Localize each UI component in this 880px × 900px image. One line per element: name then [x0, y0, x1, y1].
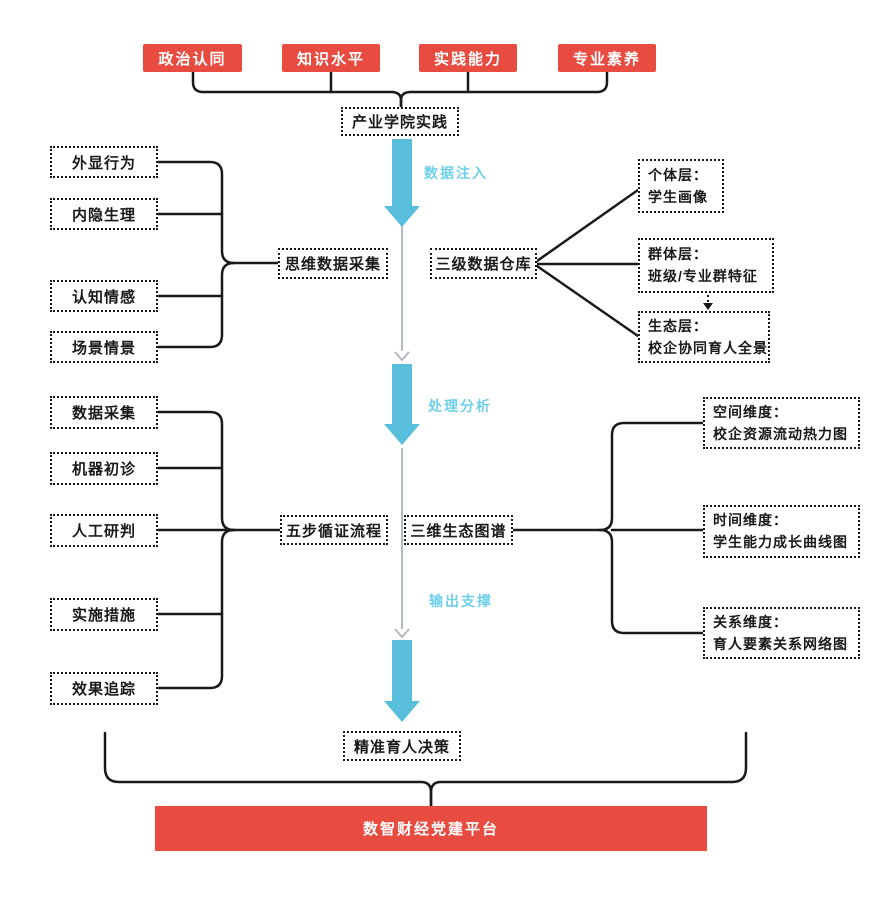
cyan-flow-arrows — [384, 139, 420, 722]
warehouse-item-title: 生态层： — [648, 317, 708, 334]
atlas-item-desc: 学生能力成长曲线图 — [713, 534, 848, 550]
parent-node-three-level-data-warehouse: 三级数据仓库 — [430, 248, 537, 279]
atlas-item-time-dimension: 时间维度： 学生能力成长曲线图 — [703, 505, 860, 558]
black-braces — [103, 70, 748, 808]
collection-item-implicit-physiology: 内隐生理 — [50, 198, 158, 230]
warehouse-item-title: 群体层： — [648, 246, 708, 263]
atlas-item-relation-dimension: 关系维度： 育人要素关系网络图 — [703, 607, 860, 659]
evidence-item-effect-tracking: 效果追踪 — [50, 672, 158, 705]
atlas-item-desc: 育人要素关系网络图 — [713, 635, 848, 652]
metric-box-political-identity: 政治认同 — [143, 44, 242, 72]
flow-label-processing-analysis: 处理分析 — [428, 398, 492, 414]
collection-item-scene-context: 场景情景 — [50, 331, 158, 363]
evidence-item-machine-diagnosis: 机器初诊 — [50, 452, 158, 485]
metric-box-knowledge-level: 知识水平 — [282, 44, 380, 72]
atlas-item-title: 关系维度： — [713, 613, 788, 630]
parent-node-three-dimensional-ecology-atlas: 三维生态图谱 — [404, 515, 513, 545]
warehouse-item-desc: 校企协同育人全景 — [648, 339, 768, 356]
atlas-item-space-dimension: 空间维度： 校企资源流动热力图 — [703, 397, 860, 449]
metric-box-practice-ability: 实践能力 — [419, 44, 517, 72]
collection-item-explicit-behavior: 外显行为 — [50, 146, 158, 178]
metric-box-professional-quality: 专业素养 — [558, 44, 656, 72]
warehouse-item-ecosystem-layer: 生态层： 校企协同育人全景 — [638, 311, 770, 363]
warehouse-item-group-layer: 群体层： 班级/专业群特征 — [638, 238, 774, 293]
flow-arrow-support — [384, 640, 420, 722]
atlas-item-title: 空间维度： — [713, 403, 788, 420]
warehouse-item-title: 个体层： — [648, 166, 708, 183]
flow-arrow-inject — [384, 139, 420, 227]
warehouse-item-desc: 班级/专业群特征 — [648, 268, 758, 284]
root-node-industry-college-practice: 产业学院实践 — [341, 107, 459, 136]
atlas-item-title: 时间维度： — [713, 512, 788, 529]
atlas-item-desc: 校企资源流动热力图 — [713, 425, 848, 442]
flow-arrow-process — [384, 364, 420, 445]
thin-flow-lines — [394, 224, 410, 639]
evidence-item-data-collection: 数据采集 — [50, 396, 158, 429]
decision-node-precise-education: 精准育人决策 — [343, 731, 461, 761]
platform-banner: 数智财经党建平台 — [155, 806, 707, 851]
evidence-item-implementation-measures: 实施措施 — [50, 598, 158, 631]
flow-label-output-support: 输出支撑 — [429, 593, 493, 609]
collection-item-cognitive-emotion: 认知情感 — [50, 280, 158, 312]
warehouse-item-individual-layer: 个体层： 学生画像 — [638, 159, 724, 213]
flow-label-data-injection: 数据注入 — [424, 165, 488, 181]
warehouse-item-desc: 学生画像 — [648, 188, 708, 205]
evidence-item-manual-judgment: 人工研判 — [50, 514, 158, 547]
dotted-mini-arrow — [703, 295, 713, 310]
parent-node-thinking-data-collection: 思维数据采集 — [278, 248, 388, 279]
parent-node-five-step-evidence-process: 五步循证流程 — [280, 515, 388, 545]
